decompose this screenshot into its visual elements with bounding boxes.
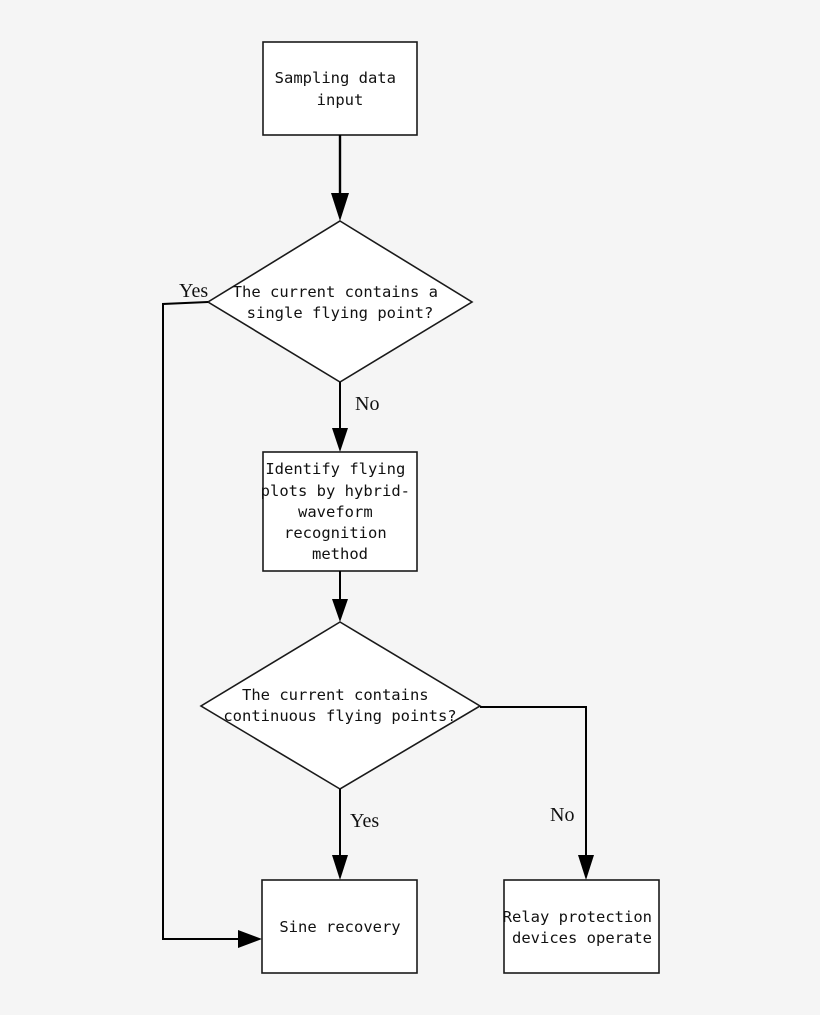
- node-text-line: single flying point?: [247, 304, 434, 322]
- node-relay-protection-devices-operate: Relay protection devices operate: [503, 879, 662, 974]
- svg-text:Sampling data input: Sampling data input: [275, 69, 406, 109]
- node-text-line: The current contains: [242, 686, 429, 704]
- label-continuous-yes: Yes: [350, 810, 379, 832]
- label-continuous-no: No: [550, 804, 574, 826]
- node-sampling-data-input: Sampling data input: [262, 41, 418, 136]
- node-text-line: plots by hybrid-: [261, 482, 410, 500]
- node-identify-flying-plots: Identify flying plots by hybrid- wavefor…: [261, 451, 420, 572]
- node-sine-recovery: Sine recovery: [261, 879, 418, 974]
- node-text-line: Identify flying: [265, 460, 405, 478]
- arrow-identify-to-decision-continuous: [332, 571, 348, 622]
- node-text-line: continuous flying points?: [223, 707, 456, 725]
- node-text-line: recognition: [284, 524, 387, 542]
- node-text-line: The current contains a: [233, 283, 438, 301]
- arrow-continuous-yes-to-sine-recovery: [332, 789, 348, 880]
- node-text-line: Relay protection: [503, 908, 652, 926]
- svg-text:Relay protection devices: Relay protection devices operate: [503, 908, 662, 947]
- svg-text:Sine recovery: Sine recovery: [279, 918, 400, 936]
- svg-text:The current contains con: The current contains continuous flying p…: [223, 686, 456, 725]
- svg-text:The current contains a s: The current contains a single flying poi…: [233, 283, 448, 322]
- arrow-single-no-to-identify: [332, 382, 348, 452]
- svg-text:Identify flying plots by: Identify flying plots by hybrid- wavefor…: [261, 460, 420, 563]
- node-text-line: waveform: [298, 503, 373, 521]
- node-text-line: Sine recovery: [279, 918, 400, 936]
- arrow-single-yes-to-sine-recovery: [162, 301, 262, 948]
- node-text-line: Sampling data: [275, 69, 396, 87]
- node-text-line: input: [317, 91, 364, 109]
- arrow-sampling-to-decision-single: [331, 135, 349, 221]
- label-single-yes: Yes: [179, 280, 208, 302]
- arrow-continuous-no-to-relay: [480, 706, 594, 880]
- decision-continuous-flying-points: The current contains continuous flying p…: [199, 621, 482, 790]
- label-single-no: No: [355, 393, 379, 415]
- node-text-line: method: [312, 545, 368, 563]
- decision-single-flying-point: The current contains a single flying poi…: [206, 220, 474, 383]
- node-text-line: devices operate: [512, 929, 652, 947]
